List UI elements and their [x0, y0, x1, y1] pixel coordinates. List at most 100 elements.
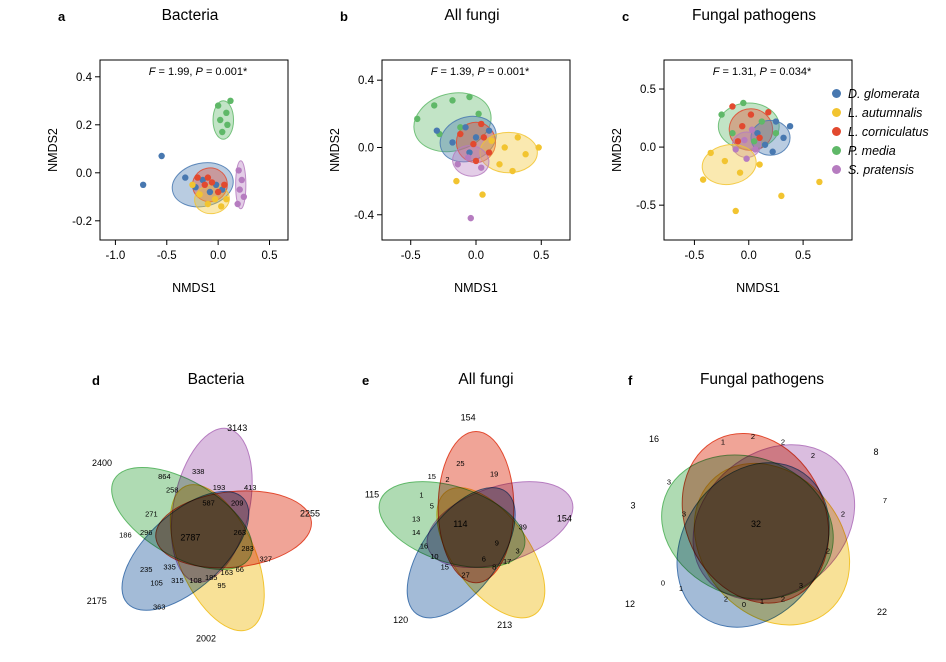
panel-letter-e: e [362, 373, 370, 388]
data-point-sp [238, 176, 245, 184]
x-tick-label: -1.0 [105, 250, 125, 262]
legend-dot-lc [832, 127, 841, 136]
data-point-dg [433, 127, 441, 134]
venn-count: 1 [679, 584, 683, 593]
venn-count: 25 [456, 459, 464, 468]
data-point-sp [752, 146, 759, 153]
panel-letter-a: a [58, 9, 66, 24]
stats-text: F = 1.99, P = 0.001* [149, 66, 248, 78]
y-tick-label: 0.5 [640, 84, 656, 96]
data-point-dg [772, 118, 780, 125]
data-point-pm [718, 111, 725, 118]
data-point-pm [758, 118, 766, 125]
panel-title-d: Bacteria [187, 371, 245, 388]
venn-count: 108 [189, 576, 202, 585]
panel-letter-d: d [92, 373, 100, 388]
venn-count: 10 [430, 552, 438, 561]
data-point-dg [769, 148, 776, 155]
data-point-pm [772, 129, 780, 137]
venn-count: 5 [430, 501, 434, 510]
data-point-la [756, 161, 763, 168]
data-point-lc [457, 130, 464, 138]
data-point-pm [449, 97, 456, 104]
plot-frame [99, 59, 289, 241]
venn-count: 9 [495, 539, 499, 548]
y-tick-label: 0.0 [76, 168, 92, 180]
legend-dot-la [832, 108, 841, 117]
venn-count: 2 [724, 594, 728, 603]
venn-count: 1 [419, 491, 423, 500]
data-point-lc [194, 174, 201, 181]
data-point-la [736, 169, 744, 176]
venn-count: 3143 [227, 423, 247, 433]
panel-title-b: All fungi [444, 7, 500, 24]
venn-count: 2400 [92, 458, 112, 468]
x-axis-label: NMDS1 [736, 281, 780, 295]
data-point-la [732, 207, 739, 215]
data-point-lc [214, 188, 222, 196]
venn-count: 32 [751, 519, 761, 529]
venn-count: 296 [140, 528, 153, 537]
venn-count: 2 [781, 438, 785, 447]
x-tick-label: 0.0 [741, 250, 757, 262]
data-point-dg [449, 139, 456, 146]
legend-dot-sp [832, 165, 841, 174]
venn-count: 66 [236, 565, 244, 574]
venn-count: 16 [649, 434, 659, 444]
venn-count: 22 [877, 607, 887, 617]
venn-count: 335 [163, 563, 176, 572]
venn-count: 413 [244, 483, 257, 492]
legend-label: L. autumnalis [848, 105, 923, 120]
y-tick-label: 0.4 [358, 75, 375, 87]
venn-count: 95 [217, 581, 225, 590]
y-axis-label: NMDS2 [46, 128, 60, 172]
data-point-lc [221, 181, 228, 188]
data-point-dg [206, 188, 214, 196]
data-point-dg [199, 176, 206, 184]
venn-count: 0 [661, 579, 665, 588]
venn-count: 283 [241, 544, 254, 553]
venn-ellipse-pm [378, 481, 526, 568]
y-tick-label: 0.2 [76, 120, 92, 132]
venn-count: 3 [682, 509, 686, 518]
venn-count: 13 [412, 515, 420, 524]
legend-item-sp: S. pratensis [832, 160, 929, 179]
panel-title-a: Bacteria [161, 7, 219, 24]
legend-item-dg: D. glomerata [832, 84, 929, 103]
x-tick-label: -0.5 [685, 250, 705, 262]
data-point-pm [224, 121, 231, 128]
data-point-pm [729, 129, 736, 137]
venn-count: 271 [145, 509, 158, 518]
legend-label: P. media [848, 143, 896, 158]
data-point-pm [414, 115, 421, 123]
data-point-la [218, 203, 225, 210]
data-point-pm [216, 116, 224, 124]
data-point-sp [236, 186, 243, 193]
venn-count: 363 [153, 602, 166, 611]
venn-ellipse-pm [111, 466, 253, 570]
venn-count: 14 [412, 528, 420, 537]
venn-count: 2 [826, 547, 830, 556]
plot-frame [663, 59, 853, 241]
venn-count: 154 [557, 514, 572, 524]
venn-count: 12 [625, 599, 635, 609]
data-point-dg [466, 149, 473, 156]
data-point-sp [240, 193, 248, 200]
x-tick-label: -0.5 [401, 250, 421, 262]
venn-count: 2175 [87, 596, 107, 606]
y-tick-label: -0.2 [72, 216, 92, 228]
data-point-lc [204, 174, 212, 181]
venn-count: 3 [667, 477, 671, 486]
data-point-la [196, 191, 203, 198]
x-axis-label: NMDS1 [454, 281, 498, 295]
data-point-lc [208, 179, 216, 186]
x-tick-label: 0.5 [533, 250, 549, 262]
venn-count: 3 [630, 500, 635, 510]
data-point-sp [748, 126, 756, 133]
data-point-lc [472, 157, 480, 165]
